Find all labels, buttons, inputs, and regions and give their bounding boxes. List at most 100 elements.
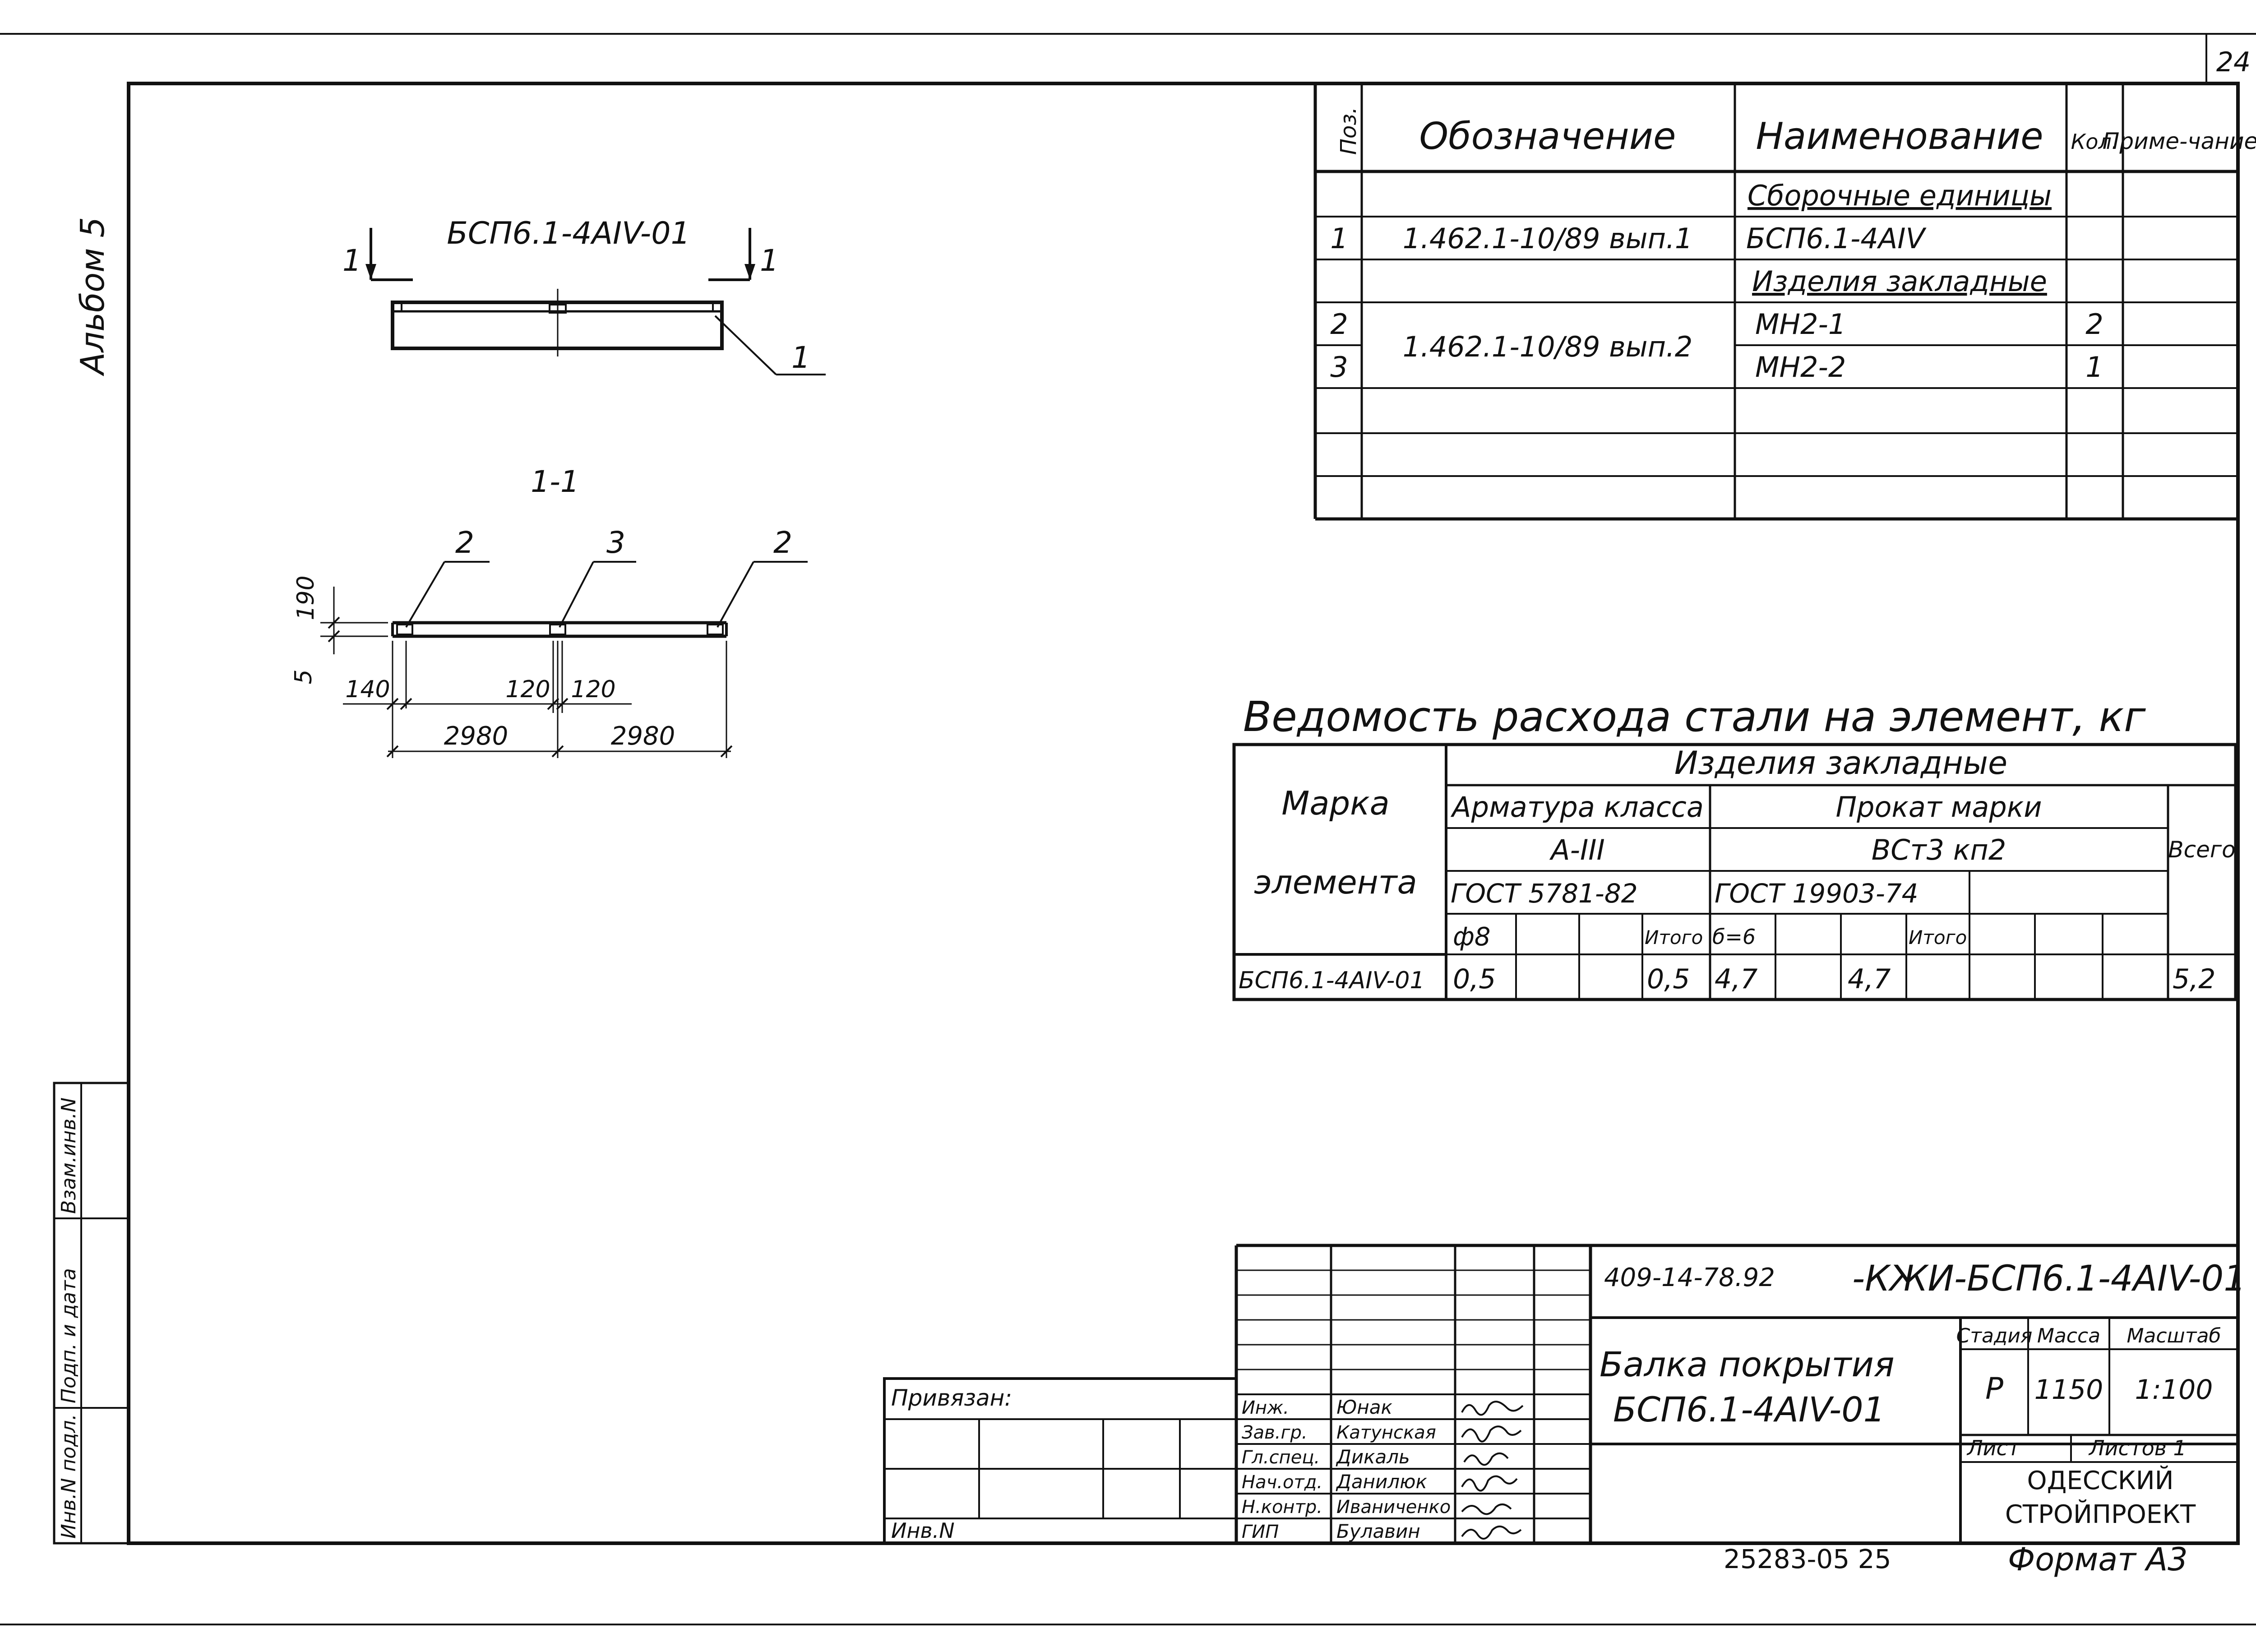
steel-sub-header-1: ф8 — [1453, 922, 1491, 952]
steel-sub-header-4: Итого — [1645, 926, 1703, 949]
steel-rebar-class: А-III — [1549, 833, 1605, 866]
staff-role-2: Зав.гр. — [1242, 1422, 1308, 1443]
title-code-suffix: -КЖИ-БСП6.1-4АIV-01 — [1852, 1259, 2246, 1299]
section-callout-left: 2 — [455, 525, 474, 560]
staff-name-4: Данилюк — [1336, 1471, 1428, 1493]
dim-offset: 5 — [290, 669, 317, 684]
spec-row-4-name: МН2-1 — [1755, 308, 1846, 341]
spec-header-pos: Поз. — [1336, 107, 1361, 155]
signature-marks — [1461, 1401, 1524, 1540]
staff-name-6: Булавин — [1336, 1520, 1420, 1542]
format-label: Формат А3 — [2008, 1541, 2188, 1578]
spec-header-qty: Кол. — [2071, 130, 2118, 154]
staff-name-2: Катунская — [1336, 1422, 1436, 1443]
spec-header-note: Приме-чание — [2103, 128, 2256, 154]
staff-name-5: Иваниченко — [1336, 1497, 1451, 1518]
spec-row-4-designation: 1.462.1-10/89 вып.2 — [1403, 330, 1693, 363]
spec-row-5-qty: 1 — [2085, 351, 2103, 384]
staff-role-5: Н.контр. — [1242, 1497, 1322, 1518]
archive-number: 25283-05 25 — [1724, 1544, 1891, 1574]
title-object-name-1: Балка покрытия — [1600, 1344, 1895, 1384]
steel-sub-header-5: б=6 — [1712, 925, 1756, 949]
title-mass-header: Масса — [2037, 1324, 2100, 1347]
page-number: 24 — [2216, 46, 2251, 78]
steel-row-value-1: 0,5 — [1453, 963, 1496, 995]
spec-row-4-pos: 2 — [1330, 308, 1348, 341]
section-callout-center: 3 — [606, 525, 625, 560]
beam-elevation — [391, 289, 826, 375]
spec-row-1-name: Сборочные единицы — [1747, 179, 2052, 212]
spec-row-3-name: Изделия закладные — [1752, 265, 2047, 298]
steel-row-value-4: 0,5 — [1647, 963, 1690, 995]
beam-section — [391, 621, 728, 638]
dim-span-right: 2980 — [611, 722, 675, 751]
section-leaders — [405, 561, 808, 628]
staff-role-1: Инж. — [1242, 1397, 1289, 1418]
spec-row-2-pos: 1 — [1330, 222, 1348, 255]
steel-row-total: 5,2 — [2173, 963, 2215, 995]
title-inv-label: Инв.N — [891, 1518, 955, 1543]
title-bound-label: Привязан: — [891, 1385, 1012, 1411]
steel-rolled-header: Прокат марки — [1835, 791, 2042, 824]
steel-row-value-5: 4,7 — [1715, 963, 1757, 995]
album-label: Альбом 5 — [74, 217, 111, 376]
side-stamp-inv: Инв.N подл. — [57, 1414, 80, 1539]
steel-table-title: Ведомость расхода стали на элемент, кг — [1243, 693, 2146, 741]
steel-mark-header-2: элемента — [1254, 863, 1417, 901]
beam-title: БСП6.1-4АIV-01 — [447, 216, 690, 251]
dim-140: 140 — [345, 676, 390, 703]
steel-row-mark: БСП6.1-4АIV-01 — [1239, 967, 1425, 994]
title-block-grid — [883, 1244, 2238, 1545]
section-cut-left: 1 — [342, 243, 361, 278]
spec-row-4-qty: 2 — [2085, 308, 2103, 341]
title-sheets-label: Листов 1 — [2088, 1436, 2187, 1460]
dim-span-left: 2980 — [444, 722, 509, 751]
steel-rolled-gost: ГОСТ 19903-74 — [1715, 878, 1919, 909]
steel-group-header: Изделия закладные — [1674, 745, 2007, 782]
steel-table-grid — [1232, 743, 2238, 1001]
section-title: 1-1 — [531, 464, 579, 499]
side-stamp-sign: Подп. и дата — [57, 1268, 80, 1403]
spec-row-5-name: МН2-2 — [1755, 351, 1846, 384]
spec-table-grid — [1313, 83, 2238, 521]
title-scale: 1:100 — [2135, 1374, 2213, 1406]
title-organization-2: СТРОЙПРОЕКТ — [2005, 1499, 2196, 1529]
section-markers — [365, 228, 755, 281]
steel-sub-header-8: Итого — [1909, 926, 1967, 949]
spec-row-2-designation: 1.462.1-10/89 вып.1 — [1403, 222, 1693, 255]
side-stamp-replace: Взам.инв.N — [57, 1097, 80, 1214]
staff-block: Инж. Юнак Зав.гр. Катунская Гл.спец. Дик… — [1242, 1396, 1451, 1542]
staff-role-4: Нач.отд. — [1242, 1472, 1322, 1493]
staff-role-3: Гл.спец. — [1242, 1447, 1320, 1468]
spec-row-5-pos: 3 — [1330, 351, 1348, 384]
title-stage-header: Стадия — [1956, 1324, 2033, 1347]
spec-header-name: Наименование — [1756, 115, 2043, 158]
title-object-name-2: БСП6.1-4АIV-01 — [1613, 1389, 1885, 1430]
title-stage: Р — [1985, 1371, 2003, 1406]
steel-rolled-grade: ВСт3 кп2 — [1872, 833, 2006, 866]
steel-mark-header-1: Марка — [1281, 784, 1390, 822]
staff-name-1: Юнак — [1336, 1396, 1393, 1418]
title-scale-header: Масштаб — [2127, 1324, 2221, 1347]
title-organization-1: ОДЕССКИЙ — [2027, 1466, 2174, 1495]
section-dimensions — [320, 587, 733, 758]
title-sheet-label: Лист — [1966, 1436, 2020, 1460]
beam-callout: 1 — [791, 340, 810, 375]
spec-header-designation: Обозначение — [1419, 115, 1676, 158]
staff-name-3: Дикаль — [1336, 1446, 1410, 1468]
steel-row-value-7: 4,7 — [1848, 963, 1891, 995]
dim-120-left: 120 — [505, 676, 550, 703]
steel-total-header: Всего — [2168, 837, 2235, 863]
section-cut-right: 1 — [760, 243, 779, 278]
title-mass: 1150 — [2034, 1374, 2103, 1406]
staff-role-6: ГИП — [1242, 1522, 1279, 1542]
side-stamp — [53, 1082, 130, 1545]
dim-height: 190 — [292, 575, 319, 620]
title-code: 409-14-78.92 — [1604, 1263, 1775, 1292]
steel-rebar-header: Арматура класса — [1450, 791, 1704, 824]
section-callout-right: 2 — [773, 525, 792, 560]
dim-120-right: 120 — [571, 676, 615, 703]
spec-row-2-name: БСП6.1-4АIV — [1746, 222, 1927, 255]
